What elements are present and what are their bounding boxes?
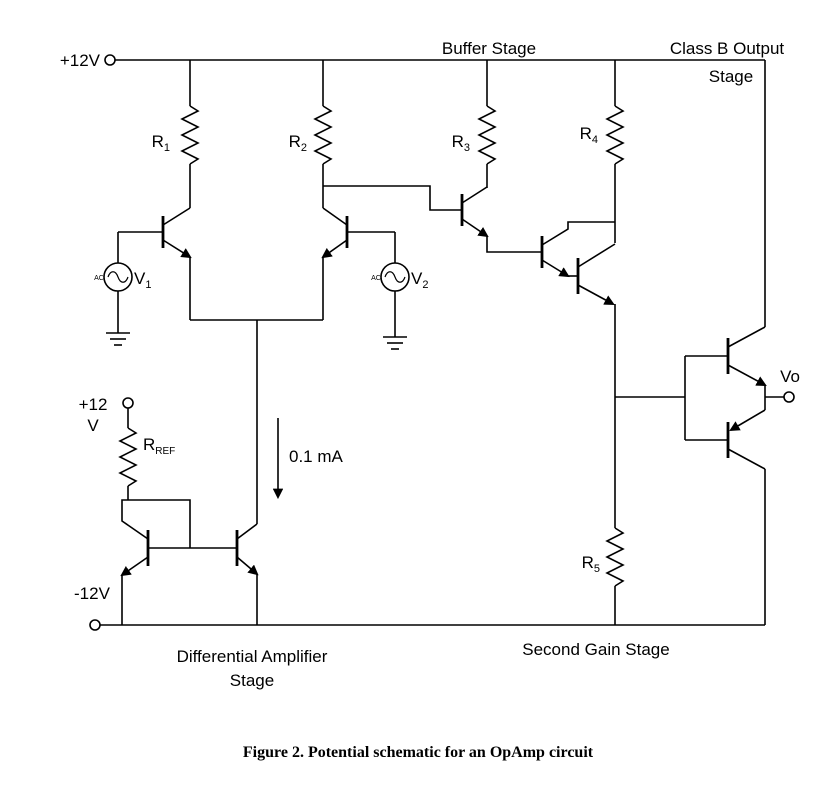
vo-label: Vo: [780, 367, 800, 386]
r2-sub: 2: [301, 142, 307, 154]
emitter-arrow: [461, 218, 489, 238]
emitter-arrow: [236, 556, 259, 576]
r4-sub: 4: [592, 134, 598, 146]
ac-tag: AC: [371, 275, 381, 282]
base-feed-wire: [323, 185, 462, 211]
collector-wire: [727, 326, 766, 348]
collector-wire: [577, 243, 616, 268]
ground-symbol: [383, 336, 407, 350]
collector-wire: [541, 221, 615, 246]
r2-label: R2: [289, 132, 307, 154]
tail-current-annotation: 0.1 mA: [272, 418, 344, 500]
tail-current-label: 0.1 mA: [289, 447, 344, 466]
r3-name: R: [452, 132, 464, 151]
resistor-r4: R4: [580, 60, 625, 243]
resistor-body: [180, 105, 200, 165]
resistor-body: [477, 105, 497, 165]
buffer-stage: [323, 185, 616, 305]
class-b-label-line2: Stage: [709, 67, 753, 86]
collector-wire: [121, 499, 149, 540]
r5-resistor-body: [605, 527, 625, 587]
vcc-terminal: [104, 54, 116, 66]
mirror-supply-label-line1: +12: [79, 395, 108, 414]
diff-pair-left-transistor: [118, 207, 192, 320]
diff-pair-right-transistor: [321, 207, 395, 320]
vee-label: -12V: [74, 584, 111, 603]
r3-label: R3: [452, 132, 470, 154]
r5-label: R5: [582, 553, 600, 575]
collector-wire: [236, 523, 258, 540]
stage-labels: Buffer Stage Class B Output Stage Differ…: [177, 39, 785, 690]
collector-wire: [727, 448, 766, 470]
ground-symbol: [106, 332, 130, 346]
rref-sub: REF: [155, 446, 175, 457]
v1-sub: 1: [145, 279, 151, 291]
r4-label: R4: [580, 124, 598, 146]
v1-name: V: [134, 269, 146, 288]
emitter-arrow: [727, 364, 767, 386]
ac-tag: AC: [94, 275, 104, 282]
buffer-transistor: [460, 186, 542, 253]
v2-label: V2: [411, 269, 428, 291]
ac-source-v1: AC V1: [94, 232, 151, 346]
v2-name: V: [411, 269, 423, 288]
r5-name: R: [582, 553, 594, 572]
r3-sub: 3: [464, 142, 470, 154]
r1-label: R1: [152, 132, 170, 154]
second-gain-label: Second Gain Stage: [522, 640, 669, 659]
collector-wire: [322, 207, 348, 226]
mirror-supply-terminal: [122, 397, 134, 409]
resistor-body: [605, 105, 625, 165]
collector-wire: [461, 186, 488, 204]
v1-label: V1: [134, 269, 151, 291]
diff-amp-label-line1: Differential Amplifier: [177, 647, 328, 666]
r5-sub: 5: [594, 563, 600, 575]
negative-rail: -12V: [74, 584, 765, 631]
emitter-arrow: [120, 556, 149, 577]
rref-resistor-body: [118, 427, 138, 487]
resistor-body: [313, 105, 333, 165]
vo-terminal: [783, 391, 795, 403]
v2-sub: 2: [422, 279, 428, 291]
mirror-left-transistor: [120, 499, 150, 625]
mirror-right-transistor: [235, 523, 259, 625]
resistor-r1: R1: [152, 60, 200, 208]
current-mirror: +12 V RREF: [79, 395, 259, 625]
class-b-label-line1: Class B Output: [670, 39, 785, 58]
diff-pair-tail: [190, 319, 323, 524]
collector-wire: [162, 207, 191, 226]
r1-name: R: [152, 132, 164, 151]
r2-name: R: [289, 132, 301, 151]
emitter-arrow: [321, 239, 348, 259]
second-gain-stage: R5: [582, 304, 685, 625]
sine-wave-icon: [384, 271, 406, 283]
emitter-arrow: [577, 284, 615, 305]
r4-name: R: [580, 124, 592, 143]
output-pnp-transistor: [685, 397, 766, 625]
ac-source-v2: AC V2: [371, 232, 428, 350]
positive-rail: +12V: [60, 51, 765, 70]
figure-caption: Figure 2. Potential schematic for an OpA…: [243, 744, 594, 761]
mirror-supply-label-line2: V: [87, 416, 99, 435]
class-b-output-stage: Vo: [684, 60, 800, 625]
emitter-arrow: [729, 409, 766, 432]
r1-sub: 1: [164, 142, 170, 154]
emitter-wire: [486, 236, 542, 253]
resistor-r3: R3: [452, 60, 497, 188]
emitter-arrow: [541, 259, 570, 278]
rref-label: RREF: [143, 435, 175, 457]
darlington-second-transistor: [576, 243, 616, 305]
rref-name: R: [143, 435, 155, 454]
vee-terminal: [89, 619, 101, 631]
buffer-stage-label: Buffer Stage: [442, 39, 536, 58]
output-npn-transistor: [685, 326, 767, 397]
emitter-arrow: [162, 239, 192, 259]
darlington-first-transistor: [540, 221, 615, 278]
diff-amp-label-line2: Stage: [230, 671, 274, 690]
diode-connection-wire: [128, 499, 191, 548]
sine-wave-icon: [107, 271, 129, 283]
vcc-label: +12V: [60, 51, 101, 70]
output-terminal: Vo: [765, 367, 800, 403]
